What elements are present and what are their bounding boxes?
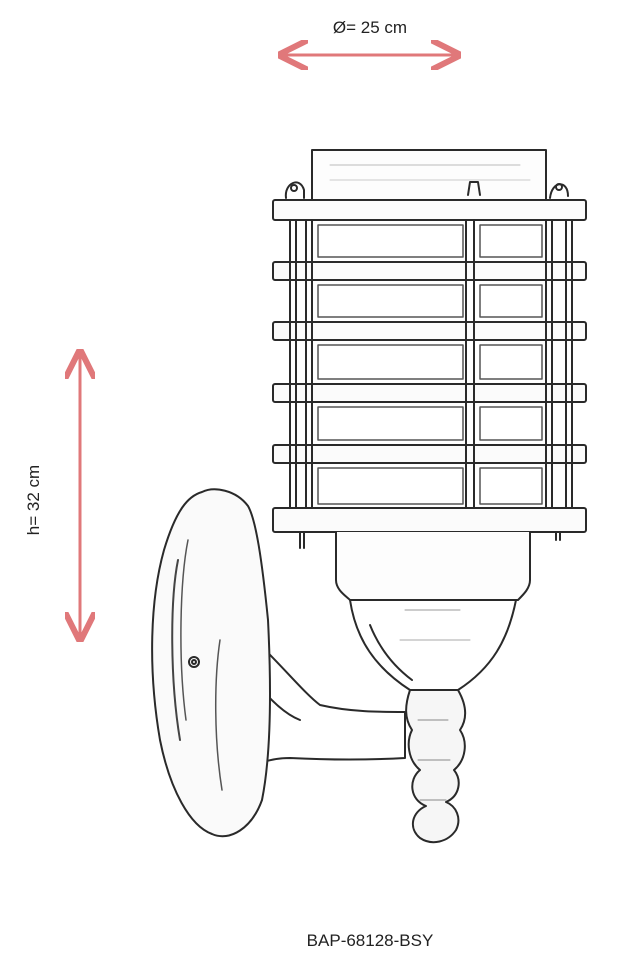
cage-bands xyxy=(272,199,587,533)
cage-bars xyxy=(289,219,573,509)
model-code: BAP-68128-BSY xyxy=(306,931,434,950)
bracket-finial xyxy=(405,689,466,844)
wall-backplate xyxy=(151,488,271,838)
lantern-base xyxy=(335,531,531,691)
top-hooks xyxy=(284,181,569,199)
height-label: h= 32 cm xyxy=(24,464,43,536)
glass-panes xyxy=(317,224,543,505)
diameter-label: Ø= 25 cm xyxy=(332,18,408,37)
lantern-top-cap xyxy=(311,149,547,201)
